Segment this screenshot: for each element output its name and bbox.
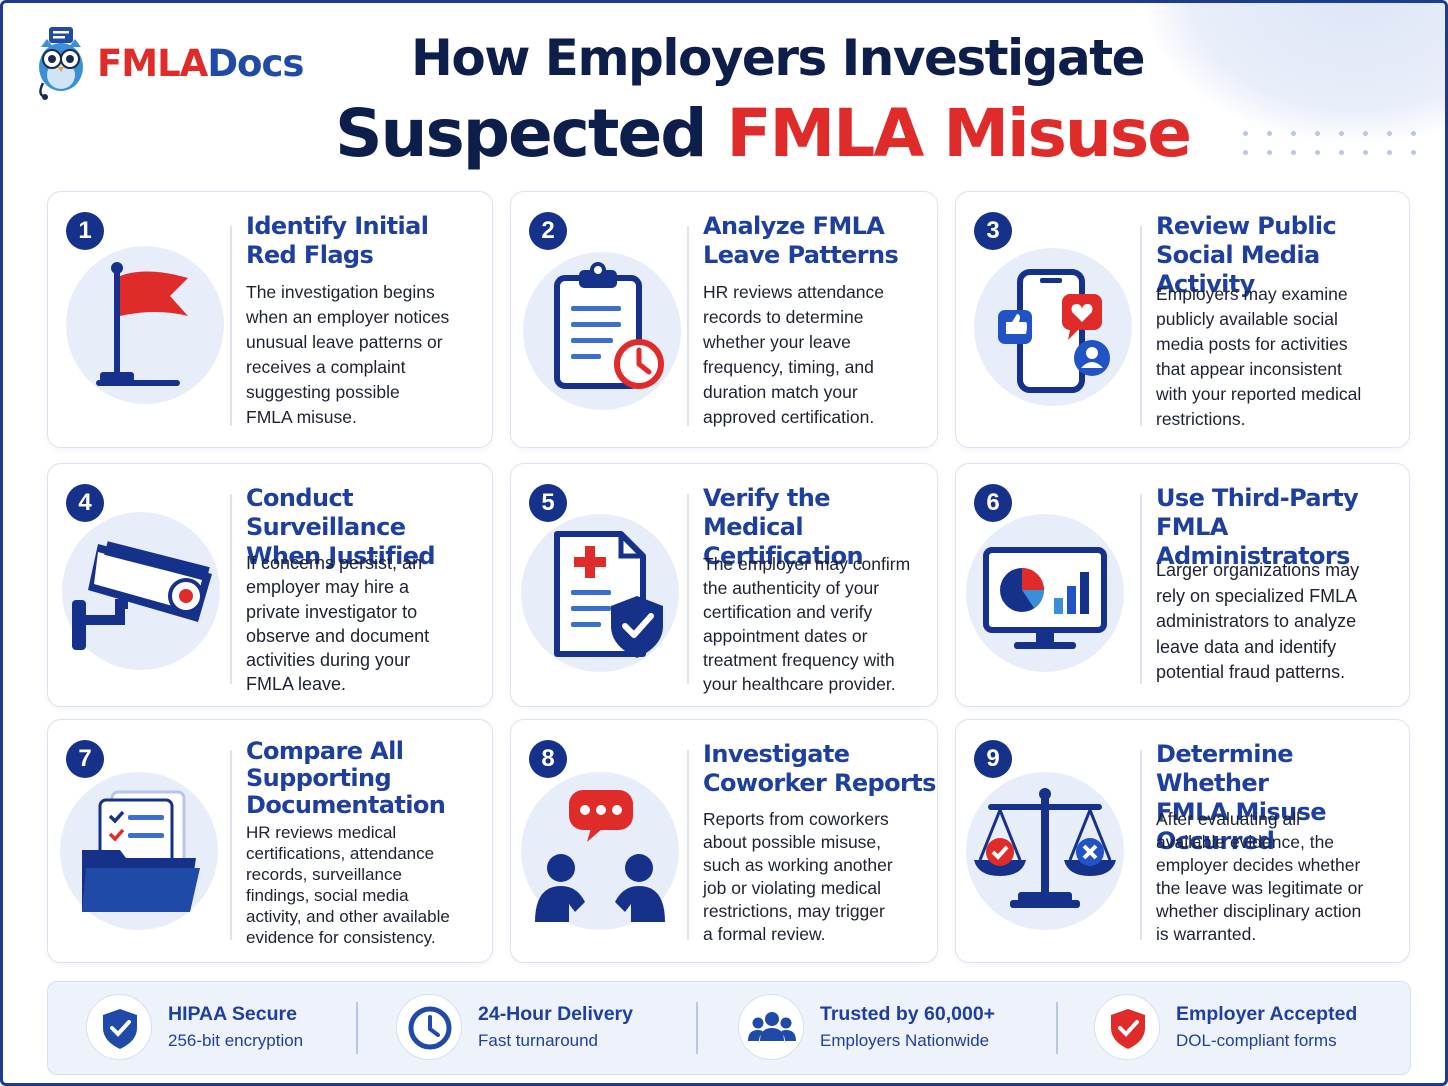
footer-item-title: HIPAA Secure [168, 1003, 297, 1025]
step-description: After evaluating all available evidence,… [1156, 809, 1364, 944]
card-divider [230, 226, 232, 426]
card-divider [687, 750, 689, 940]
clipboard-clock-icon [523, 252, 681, 410]
smartphone-social-icon [974, 248, 1132, 406]
title-line-2-red: FMLA Misuse [726, 95, 1191, 172]
card-divider [687, 226, 689, 426]
owl-mascot-icon [39, 27, 83, 100]
card-divider [1140, 494, 1142, 684]
step-number-badge: 4 [66, 484, 104, 522]
step-card-6: 6 Use Third-Party FMLA Administrators La… [955, 463, 1410, 707]
step-title: Verify the Medical Certification [703, 484, 864, 570]
step-title: Review Public Social Media Activity [1156, 212, 1337, 298]
step-title: Investigate Coworker Reports [703, 740, 936, 797]
step-card-8: 8 Investigate Coworker Reports Reports f… [510, 719, 938, 963]
step-title: Analyze FMLA Leave Patterns [703, 212, 899, 269]
step-number-badge: 2 [529, 212, 567, 250]
footer-item-subtitle: DOL-compliant forms [1176, 1031, 1337, 1050]
step-description: The investigation begins when an employe… [246, 282, 450, 427]
footer-item-title: Trusted by 60,000+ [820, 1003, 996, 1025]
step-number-badge: 5 [529, 484, 567, 522]
step-description: HR reviews medical certifications, atten… [246, 823, 450, 947]
folder-documents-icon [60, 772, 218, 930]
footer-item-trusted: Trusted by 60,000+ Employers Nationwide [738, 994, 995, 1060]
footer-item-subtitle: 256-bit encryption [168, 1031, 304, 1050]
step-card-3: 3 Review Public Social Media Activity Em… [955, 191, 1410, 448]
footer-item-title: Employer Accepted [1176, 1003, 1358, 1025]
people-icon [738, 994, 804, 1060]
footer-item-hipaa: HIPAA Secure 256-bit encryption [86, 994, 303, 1060]
footer-item-accepted: Employer Accepted DOL-compliant forms [1094, 994, 1357, 1060]
card-divider [230, 750, 232, 940]
step-number-badge: 8 [529, 740, 567, 778]
step-card-1: 1 Identify Initial Red Flags The investi… [47, 191, 493, 448]
footer-item-title: 24-Hour Delivery [478, 1003, 633, 1025]
step-description: The employer may confirm the authenticit… [703, 554, 911, 694]
step-number-badge: 1 [66, 212, 104, 250]
step-card-7: 7 Compare All Supporting Documentation H… [47, 719, 493, 963]
step-card-4: 4 Conduct Surveillance When Justified If… [47, 463, 493, 707]
step-card-9: 9 Determine Whether FMLA Misuse Occurred… [955, 719, 1410, 963]
monitor-chart-icon [966, 514, 1124, 672]
brand-name-docs: Docs [207, 41, 304, 85]
step-description: Larger organizations may rely on special… [1156, 560, 1360, 682]
footer-item-subtitle: Fast turnaround [478, 1031, 599, 1050]
card-divider [230, 494, 232, 684]
brand-name-fmla: FMLA [97, 41, 208, 85]
step-description: HR reviews attendance records to determi… [703, 282, 884, 427]
step-title: Compare All Supporting Documentation [246, 737, 446, 819]
footer-item-subtitle: Employers Nationwide [820, 1031, 990, 1050]
step-card-2: 2 Analyze FMLA Leave Patterns HR reviews… [510, 191, 938, 448]
step-card-5: 5 Verify the Medical Certification The e… [510, 463, 938, 707]
step-number-badge: 7 [66, 740, 104, 778]
card-divider [1140, 750, 1142, 940]
title-line-2: Suspected FMLA Misuse [335, 95, 1192, 172]
title-line-1: How Employers Investigate [411, 29, 1146, 87]
step-number-badge: 6 [974, 484, 1012, 522]
card-divider [687, 494, 689, 684]
footer-item-delivery: 24-Hour Delivery Fast turnaround [396, 994, 633, 1060]
medical-document-shield-icon [521, 514, 679, 672]
step-title: Identify Initial Red Flags [246, 212, 429, 269]
step-title: Conduct Surveillance When Justified [246, 484, 436, 570]
step-title: Use Third-Party FMLA Administrators [1156, 484, 1359, 570]
brand-logo[interactable]: FMLADocs [33, 25, 304, 101]
step-description: Employers may examine publicly available… [1156, 284, 1362, 429]
balance-scale-icon [966, 772, 1124, 930]
footer-divider [696, 1002, 698, 1054]
step-number-badge: 3 [974, 212, 1012, 250]
decorative-swoosh [1145, 3, 1445, 143]
badge-check-icon [1094, 994, 1160, 1060]
shield-check-icon [86, 994, 152, 1060]
title-line-2-dark: Suspected [335, 95, 727, 172]
clock-icon [396, 994, 462, 1060]
security-camera-icon [62, 512, 220, 670]
coworkers-chat-icon [521, 772, 679, 930]
card-divider [1140, 226, 1142, 426]
step-title: Determine Whether FMLA Misuse Occurred [1156, 740, 1327, 855]
step-description: If concerns persist, an employer may hir… [246, 553, 430, 695]
footer-divider [1056, 1002, 1058, 1054]
red-flag-icon [66, 246, 224, 404]
step-description: Reports from coworkers about possible mi… [703, 809, 893, 944]
footer-divider [356, 1002, 358, 1054]
trust-footer: HIPAA Secure 256-bit encryption 24-Hour … [47, 981, 1411, 1075]
step-number-badge: 9 [974, 740, 1012, 778]
decorative-dots [1243, 131, 1417, 155]
